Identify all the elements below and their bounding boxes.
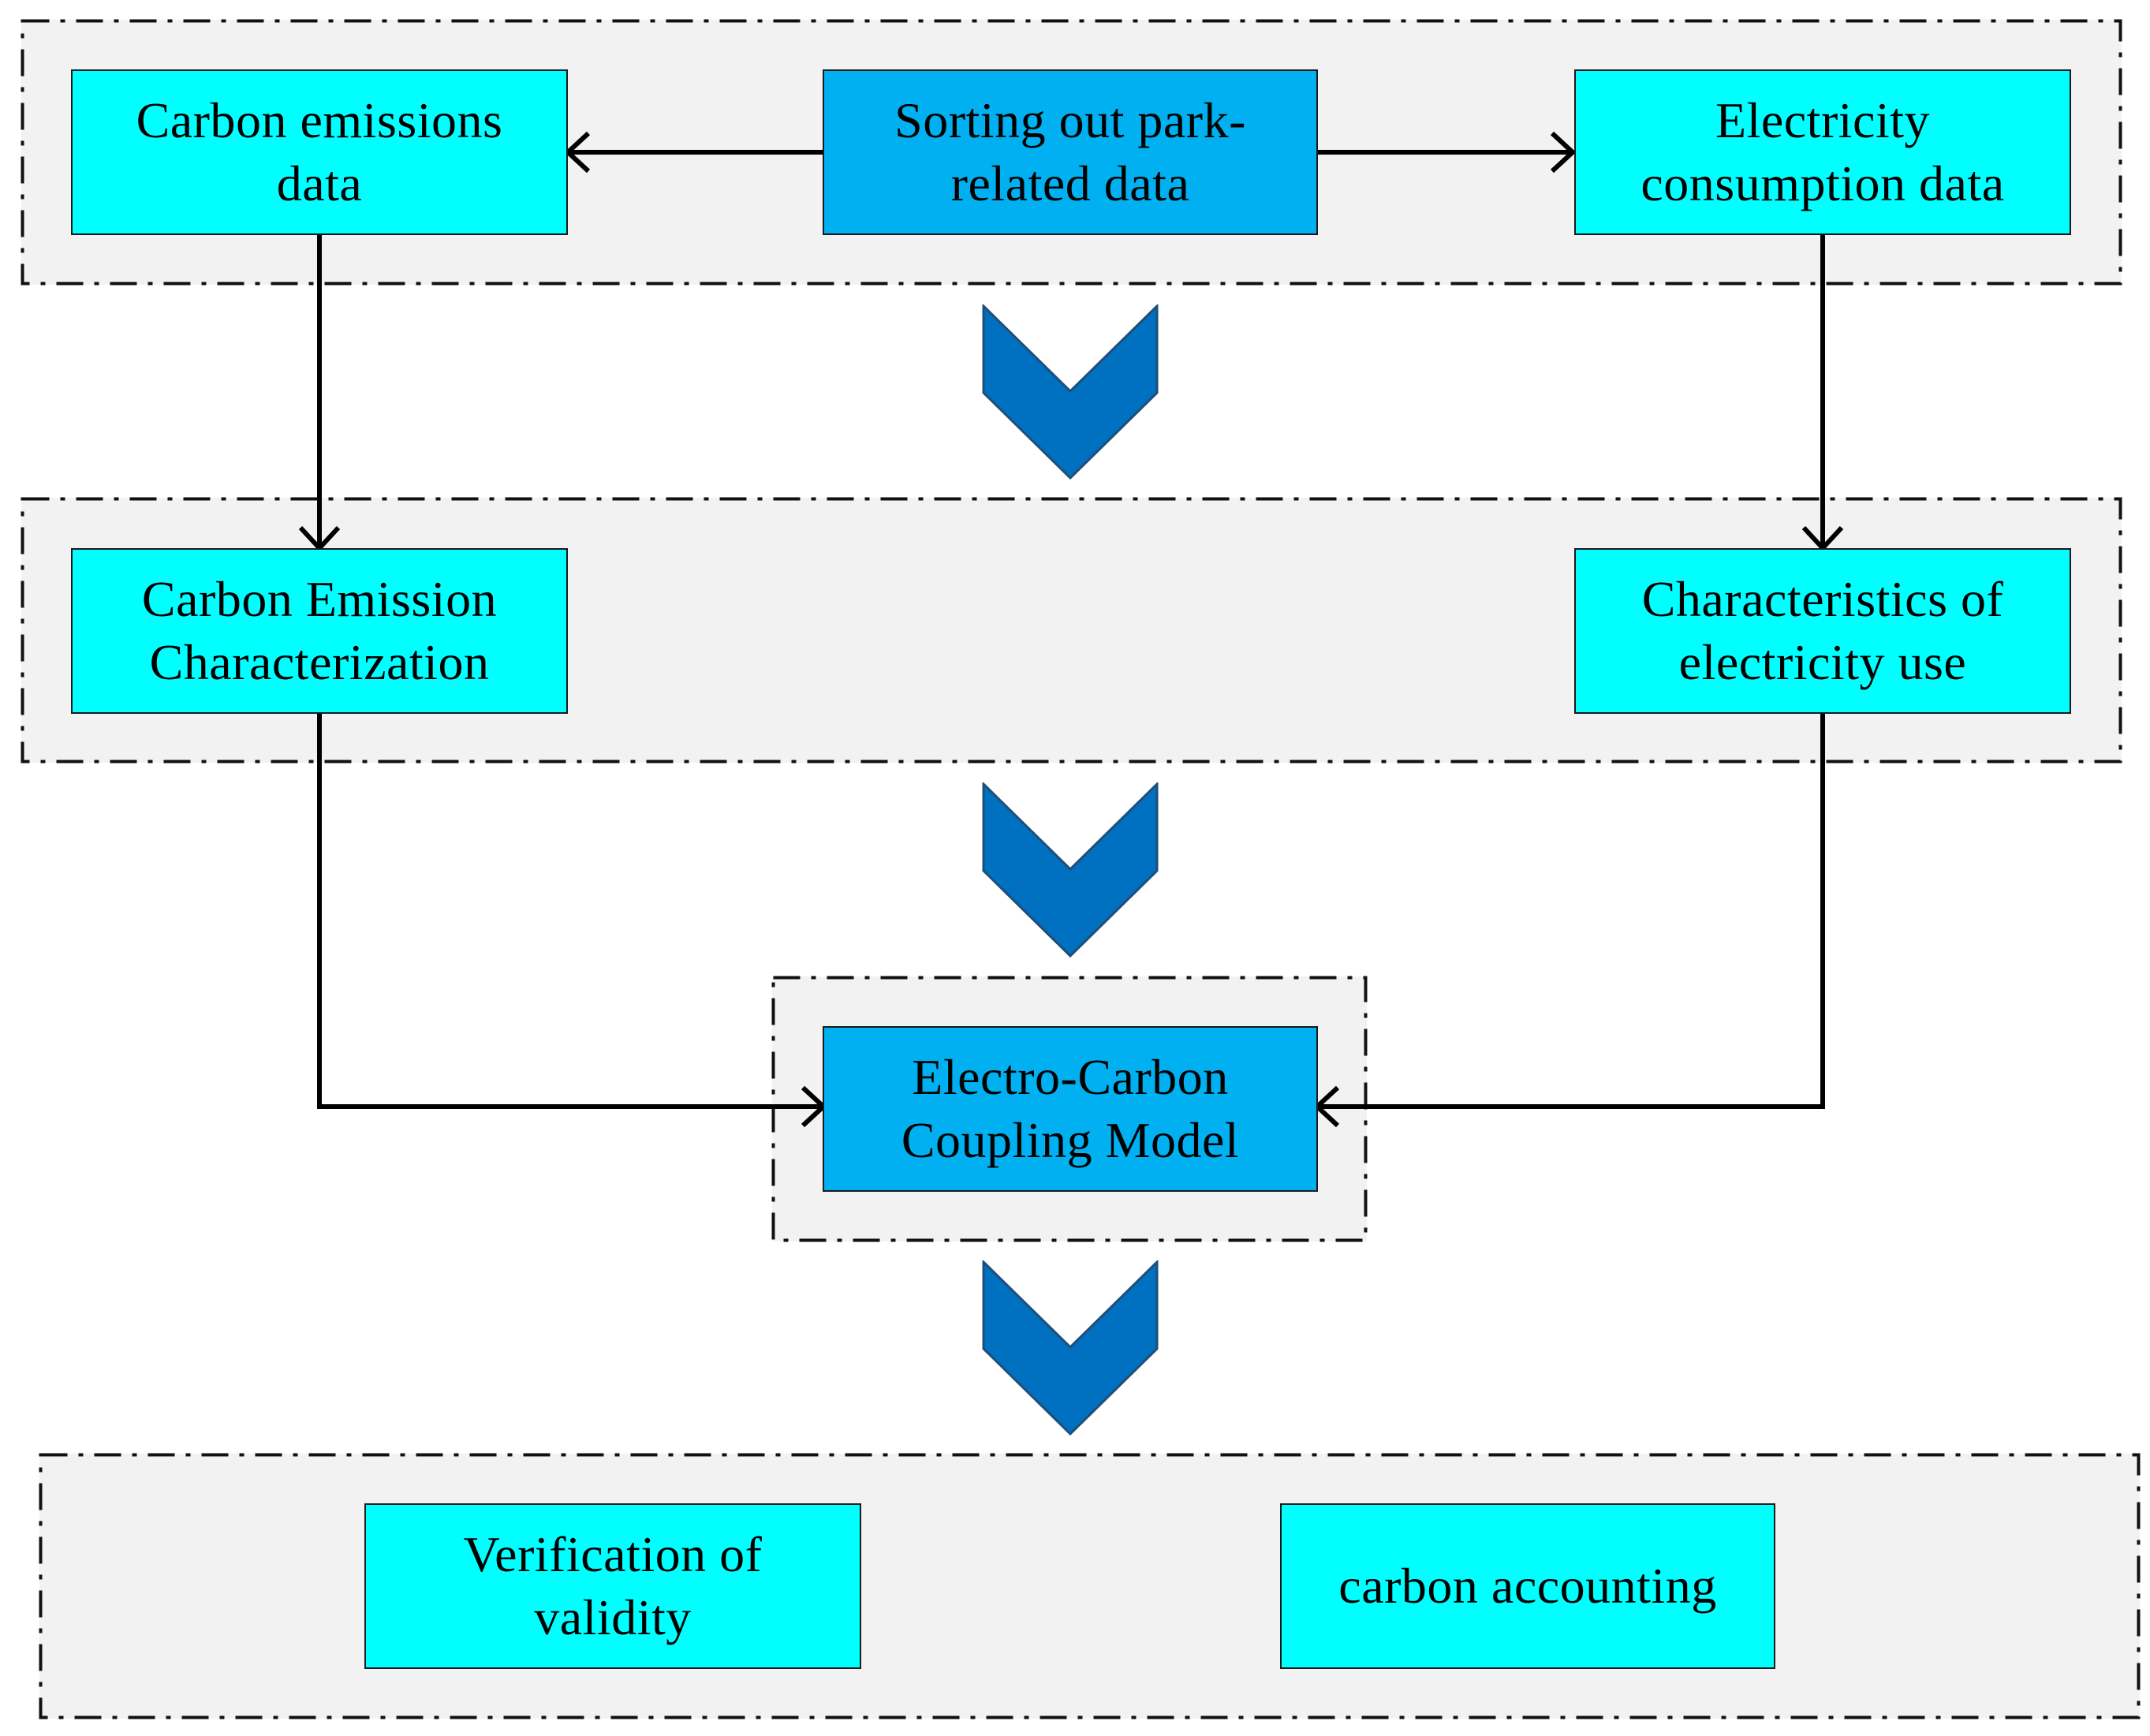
node-label-line: Electro-Carbon [912,1049,1229,1105]
node-characteristics-electricity-use: Characteristics of electricity use [1574,548,2071,714]
node-label-line: data [276,155,363,211]
node-label-line: Verification of [463,1526,763,1582]
chevron-down-icon [982,1260,1159,1435]
node-label-line: related data [950,155,1190,211]
node-label-line: Carbon emissions [136,92,503,148]
arrowhead [1550,131,1577,174]
node-label-line: carbon accounting [1338,1558,1717,1614]
node-label-line: consumption data [1640,155,2005,211]
node-label-line: Characterization [149,634,490,690]
node-label-line: Coupling Model [901,1112,1240,1168]
node-label-line: validity [534,1589,692,1645]
chevron-down-icon [982,782,1159,958]
edge-electricity-characteristics-to-model [1319,713,1825,1109]
node-label-line: Characteristics of [1641,571,2004,627]
node-electro-carbon-coupling-model: Electro-Carbon Coupling Model [823,1026,1318,1192]
node-label-line: electricity use [1678,634,1967,690]
arrowhead [564,131,591,174]
node-label-line: Sorting out park- [894,92,1246,148]
node-sorting-park-data: Sorting out park- related data [823,69,1318,235]
node-label-line: Electricity [1715,92,1931,148]
node-carbon-emission-characterization: Carbon Emission Characterization [71,548,568,714]
node-label-line: Carbon Emission [141,571,498,627]
edge-carbon-characterization-to-model [317,713,822,1109]
chevron-down-icon [982,304,1159,480]
node-carbon-accounting: carbon accounting [1280,1503,1775,1669]
node-verification-of-validity: Verification of validity [364,1503,861,1669]
node-carbon-emissions-data: Carbon emissions data [71,69,568,235]
node-electricity-consumption-data: Electricity consumption data [1574,69,2071,235]
